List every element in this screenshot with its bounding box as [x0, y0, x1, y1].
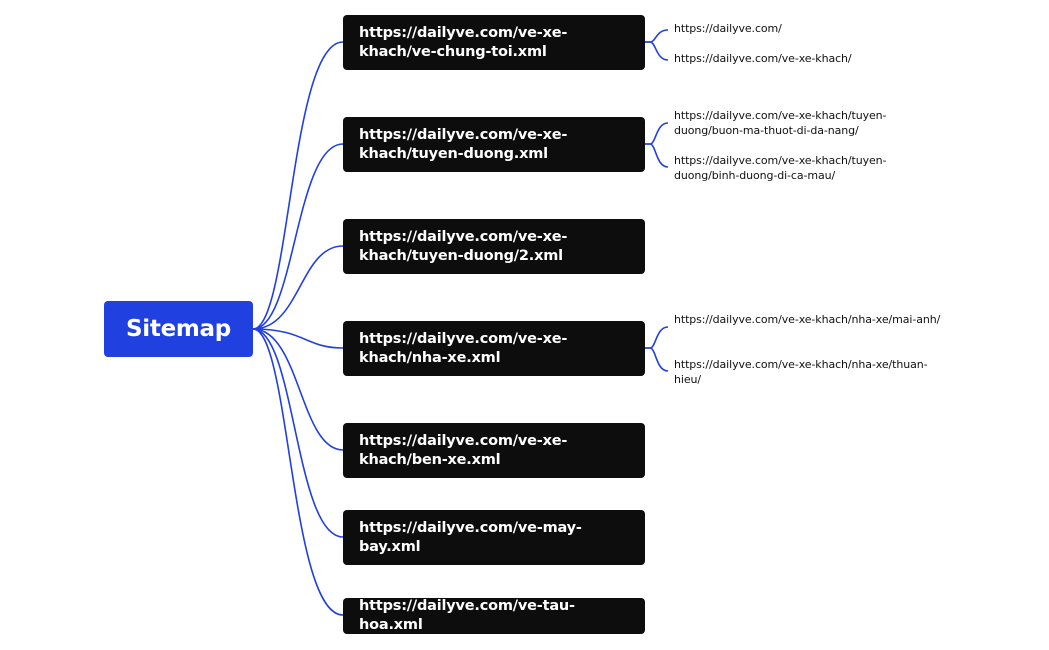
- connector-node-4: [252, 328, 344, 349]
- node-label: https://dailyve.com/ve-xe-khach/ve-chung…: [359, 24, 568, 60]
- node-nha-xe[interactable]: https://dailyve.com/ve-xe-khach/nha-xe.x…: [343, 321, 645, 376]
- node-label: https://dailyve.com/ve-may-bay.xml: [359, 519, 582, 555]
- node-label: https://dailyve.com/ve-xe-khach/nha-xe.x…: [359, 330, 568, 366]
- leaf-link-mai-anh[interactable]: https://dailyve.com/ve-xe-khach/nha-xe/m…: [674, 313, 941, 326]
- node-ve-chung-toi[interactable]: https://dailyve.com/ve-xe-khach/ve-chung…: [343, 15, 645, 70]
- node-label: https://dailyve.com/ve-tau-hoa.xml: [359, 598, 575, 633]
- connector-node-5: [252, 328, 344, 451]
- connector-node-7: [252, 328, 344, 616]
- node-ve-may-bay[interactable]: https://dailyve.com/ve-may-bay.xml: [343, 510, 645, 565]
- node-ve-tau-hoa[interactable]: https://dailyve.com/ve-tau-hoa.xml: [343, 598, 645, 634]
- connector-leaf-1-2: [645, 41, 669, 61]
- connector-node-2: [252, 143, 344, 330]
- root-node-sitemap[interactable]: Sitemap: [104, 301, 253, 357]
- connector-leaf-2-2: [645, 143, 669, 168]
- connector-leaf-2-1: [645, 122, 669, 145]
- root-node-label: Sitemap: [126, 316, 231, 342]
- node-label: https://dailyve.com/ve-xe-khach/tuyen-du…: [359, 126, 568, 162]
- leaf-link-binh-duong-di-ca-mau[interactable]: https://dailyve.com/ve-xe-khach/tuyen-du…: [674, 154, 887, 182]
- leaf-link-thuan-hieu[interactable]: https://dailyve.com/ve-xe-khach/nha-xe/t…: [674, 358, 928, 386]
- node-tuyen-duong[interactable]: https://dailyve.com/ve-xe-khach/tuyen-du…: [343, 117, 645, 172]
- node-label: https://dailyve.com/ve-xe-khach/ben-xe.x…: [359, 432, 568, 468]
- connector-leaf-4-2: [645, 347, 669, 372]
- leaf-link-ve-xe-khach[interactable]: https://dailyve.com/ve-xe-khach/: [674, 52, 852, 65]
- connector-node-3: [252, 245, 344, 330]
- connector-node-1: [252, 41, 344, 330]
- node-label: https://dailyve.com/ve-xe-khach/tuyen-du…: [359, 228, 568, 264]
- connector-node-6: [252, 328, 344, 538]
- leaf-link-buon-ma-thuot-di-da-nang[interactable]: https://dailyve.com/ve-xe-khach/tuyen-du…: [674, 109, 887, 137]
- node-tuyen-duong-2[interactable]: https://dailyve.com/ve-xe-khach/tuyen-du…: [343, 219, 645, 274]
- connector-leaf-4-1: [645, 326, 669, 349]
- connector-leaf-1-1: [645, 29, 669, 43]
- leaf-link-home[interactable]: https://dailyve.com/: [674, 22, 782, 35]
- node-ben-xe[interactable]: https://dailyve.com/ve-xe-khach/ben-xe.x…: [343, 423, 645, 478]
